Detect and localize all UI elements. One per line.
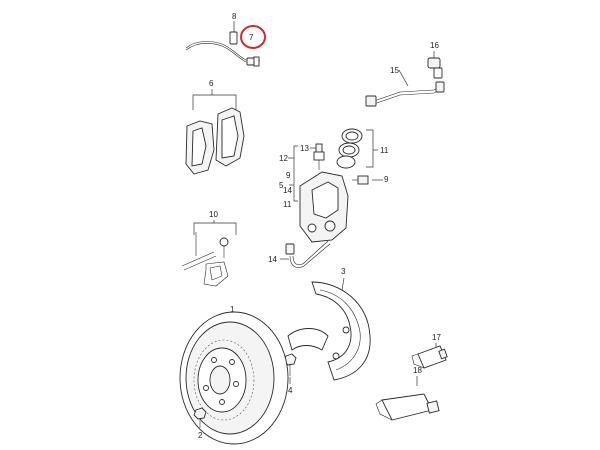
callout-1: 1 [230,305,235,314]
callout-18: 18 [413,366,422,375]
callout-14a: 14 [283,186,292,195]
callout-16: 16 [430,41,439,50]
brake-pad-right [215,107,245,167]
callout-4: 4 [288,386,293,395]
piston-seals [336,128,363,169]
brake-hose [365,81,445,107]
callout-14b: 14 [268,255,277,264]
highlight-circle [240,25,266,49]
brake-pad-left [185,120,215,175]
brake-disc [179,311,289,445]
brake-line-clip [427,57,443,79]
callout-9b: 9 [384,175,389,184]
callout-3: 3 [341,267,346,276]
brake-pipe [285,240,331,268]
brake-caliper [299,171,349,243]
grease-tube-small [411,345,448,369]
splash-shield [287,281,371,381]
callout-6: 6 [209,79,214,88]
callout-11a: 11 [380,146,389,155]
bleed-screw [313,143,325,170]
callout-17: 17 [432,333,441,342]
callout-8: 8 [232,12,237,21]
callout-9a: 9 [286,171,291,180]
disc-screw [193,407,207,428]
retaining-pins [181,232,229,271]
callout-10: 10 [209,210,218,219]
grease-tube-large [375,393,440,421]
wear-sensor-assembly [185,21,261,67]
callout-13: 13 [300,144,309,153]
callout-11b: 11 [283,200,292,209]
callout-15: 15 [390,66,399,75]
callout-7: 7 [249,33,254,42]
callout-5: 5 [279,181,284,190]
callout-2: 2 [198,431,203,440]
callout-12: 12 [279,154,288,163]
anti-rattle-spring [203,261,229,287]
caliper-bolt [352,175,369,185]
